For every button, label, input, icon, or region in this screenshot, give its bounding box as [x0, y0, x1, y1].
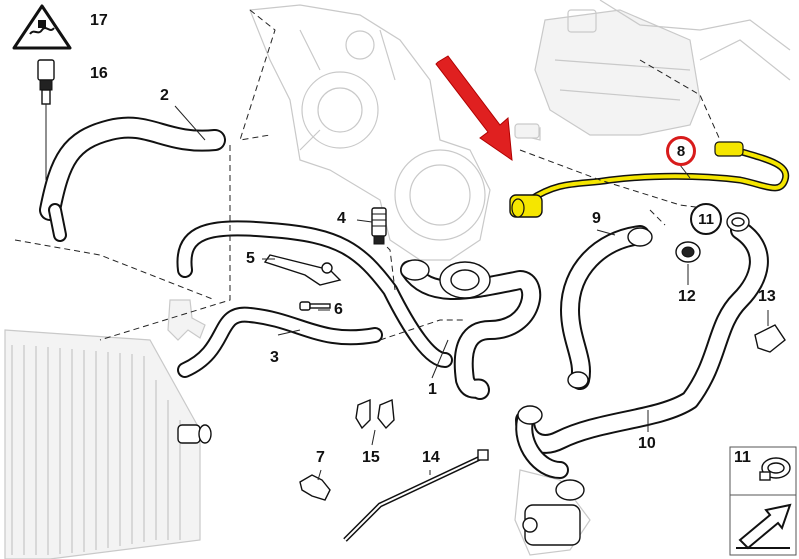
callout-5: 5 [246, 250, 255, 267]
hose-10 [515, 220, 769, 479]
part-6-bolt [299, 301, 331, 311]
part-12-clamp [675, 241, 701, 263]
hose-9 [560, 225, 653, 390]
callout-14: 14 [422, 449, 440, 466]
hose-long-upper [176, 220, 453, 368]
callout-17: 17 [90, 12, 108, 29]
callout-12: 12 [678, 288, 696, 305]
callout-8-highlighted: 8 [666, 136, 696, 166]
callout-15: 15 [362, 449, 380, 466]
part-13-holder [754, 324, 786, 353]
callout-4: 4 [337, 210, 346, 227]
hose-1-thermostat [400, 259, 542, 400]
callout-6: 6 [334, 301, 343, 318]
callout-11: 11 [690, 203, 722, 235]
callout-13: 13 [758, 288, 776, 305]
part-11-clamp [726, 212, 750, 232]
callout-7: 7 [316, 449, 325, 466]
callout-1: 1 [428, 381, 437, 398]
diagram-reference-arrow-icon [736, 503, 792, 550]
callout-2: 2 [160, 87, 169, 104]
part-5-bracket [263, 254, 342, 286]
dashed-guides [14, 9, 721, 341]
hose-8-highlighted [509, 141, 790, 218]
callout-3: 3 [270, 349, 279, 366]
reference-panel-frames [729, 446, 797, 556]
leader-lines [174, 105, 769, 481]
callout-10: 10 [638, 435, 656, 452]
t-connector-ghost [167, 299, 206, 341]
hose-3 [177, 306, 383, 378]
hose-clamp-panel-icon [759, 457, 791, 481]
callout-9: 9 [592, 210, 601, 227]
water-pump-ghost [514, 469, 591, 556]
callout-16: 16 [90, 65, 108, 82]
part-15-clip [355, 398, 395, 430]
expansion-tank-ghost [514, 0, 791, 141]
red-pointer-arrow-icon [435, 55, 513, 162]
radiator-ghost [4, 329, 212, 559]
part-7-clip [299, 474, 331, 501]
hot-coolant-warning-triangle-icon [12, 4, 72, 50]
engine-block-ghost [249, 4, 491, 261]
part-14-cable-tie [343, 449, 489, 542]
panel-callout-11: 11 [734, 449, 751, 466]
part-4-plug [371, 207, 387, 245]
hose-2 [39, 116, 226, 242]
part-16-temperature-sensor [37, 59, 55, 180]
